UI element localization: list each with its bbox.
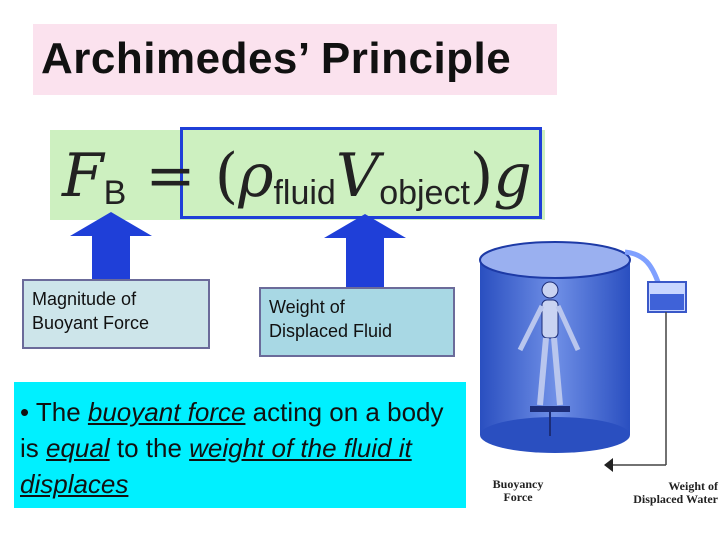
label-line: Buoyant Force <box>32 313 150 333</box>
density-subscript: fluid <box>273 174 336 212</box>
close-paren: ) <box>469 141 494 211</box>
human-figure-icon <box>517 281 581 406</box>
caption-line: Weight of <box>668 479 718 493</box>
volume-subscript: object <box>379 174 470 212</box>
emphasis-text: buoyant force <box>87 397 246 427</box>
buoyancy-formula: FB = (ρfluidVobject)g <box>62 128 532 241</box>
force-symbol: F <box>62 141 104 211</box>
archimedes-illustration <box>479 241 687 472</box>
text-run: to the <box>109 433 190 463</box>
emphasis-text: equal <box>46 433 110 463</box>
overflow-beaker <box>647 281 687 313</box>
equals-sign: = <box>145 141 196 211</box>
text-run: acting on a body is <box>20 397 444 463</box>
displaced-water-caption: Weight of Displaced Water <box>608 480 718 506</box>
label-line: Displaced Fluid <box>269 321 393 341</box>
arrow-up-icon <box>324 214 406 288</box>
gravity-symbol: g <box>493 141 532 211</box>
slide-title: Archimedes’ Principle <box>41 34 512 83</box>
formula-background <box>50 130 545 220</box>
label-line: Weight of <box>269 297 345 317</box>
displaced-fluid-label: Weight of Displaced Fluid <box>259 287 455 357</box>
principle-statement: • The buoyant force acting on a body is … <box>14 382 466 508</box>
volume-symbol: V <box>335 141 380 211</box>
label-line: Magnitude of <box>32 289 137 309</box>
text-run: The <box>29 397 88 427</box>
force-subscript: B <box>103 174 127 212</box>
arrow-up-icon <box>70 212 152 282</box>
open-paren: ( <box>214 141 239 211</box>
density-symbol: ρ <box>238 141 274 211</box>
buoyant-force-label: Magnitude of Buoyant Force <box>22 279 210 349</box>
buoyancy-force-caption: Buoyancy Force <box>488 478 548 504</box>
emphasis-text: weight of the fluid it displaces <box>20 433 412 499</box>
bullet: • <box>20 397 30 427</box>
title-background <box>33 24 557 95</box>
caption-line: Buoyancy <box>492 477 544 491</box>
caption-line: Force <box>503 490 533 504</box>
caption-line: Displaced Water <box>633 492 718 506</box>
